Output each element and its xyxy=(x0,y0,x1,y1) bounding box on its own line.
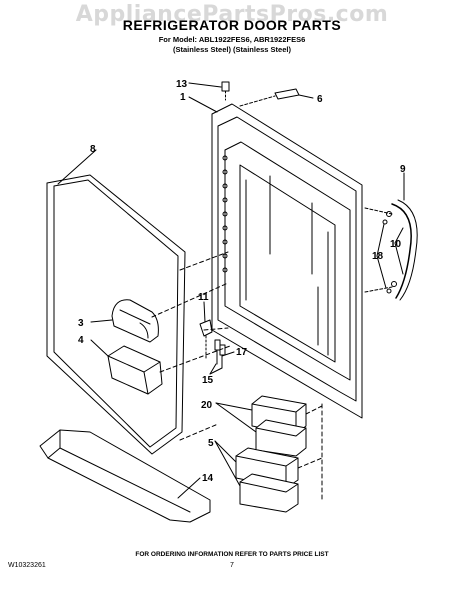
ordering-note: FOR ORDERING INFORMATION REFER TO PARTS … xyxy=(135,551,329,558)
upper-door-bin-part xyxy=(251,395,307,457)
callout-8: 8 xyxy=(90,144,96,155)
callout-9: 9 xyxy=(400,164,406,175)
dairy-door-part xyxy=(111,299,159,343)
top-screw-part xyxy=(221,81,230,101)
page-title: REFRIGERATOR DOOR PARTS xyxy=(122,17,342,33)
dairy-bin-part xyxy=(107,345,163,395)
callout-numbers: 13 1 6 8 9 10 18 11 3 4 17 15 20 5 14 xyxy=(78,79,406,484)
assembly-guide-lines xyxy=(151,251,323,501)
lower-door-bin-part xyxy=(235,447,299,513)
callout-3: 3 xyxy=(78,318,84,329)
model-numbers: For Model: ABL1922FES6, ABR1922FES6 xyxy=(158,35,306,44)
watermark: AppliancePartsPros.com xyxy=(75,2,389,27)
callout-10: 10 xyxy=(390,239,402,250)
callout-20: 20 xyxy=(201,400,213,411)
shelf-bracket-part xyxy=(199,319,213,361)
callout-4: 4 xyxy=(78,335,84,346)
callout-15: 15 xyxy=(202,375,214,386)
hinge-plug-part xyxy=(239,88,300,107)
callout-14: 14 xyxy=(202,473,214,484)
handle-screws-part xyxy=(364,207,397,294)
callout-1: 1 xyxy=(180,92,186,103)
door-handle-part xyxy=(391,199,418,301)
callout-leaders xyxy=(57,82,405,499)
callout-6: 6 xyxy=(317,94,323,105)
liner-rail-studs xyxy=(222,155,228,273)
callout-11: 11 xyxy=(198,292,209,303)
callout-13: 13 xyxy=(176,79,188,90)
callout-17: 17 xyxy=(236,347,248,358)
callout-5: 5 xyxy=(208,438,214,449)
bracket-screws-part xyxy=(214,339,226,369)
finish-description: (Stainless Steel) (Stainless Steel) xyxy=(173,45,291,54)
callout-18: 18 xyxy=(372,251,384,262)
document-number: W10323261 xyxy=(8,562,46,569)
door-liner-part xyxy=(211,103,363,419)
page-number: 7 xyxy=(230,562,234,569)
bottom-door-shelf-part xyxy=(39,429,211,523)
